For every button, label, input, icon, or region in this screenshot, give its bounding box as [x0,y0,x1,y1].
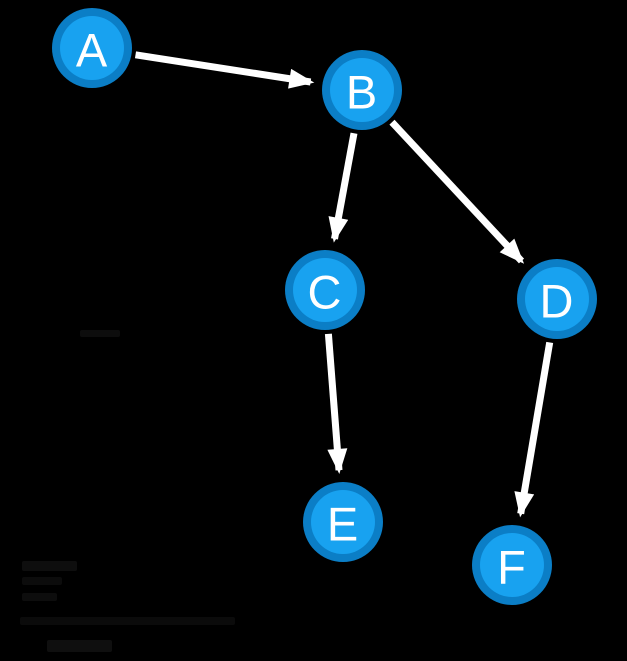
faint-artifact [80,330,120,337]
node-C[interactable]: C [285,250,365,330]
faint-artifact [47,640,112,652]
edges-layer [134,51,554,518]
node-A[interactable]: A [52,8,132,88]
node-body [525,267,589,331]
edge-C-E [324,333,348,474]
node-B[interactable]: B [322,50,402,130]
node-body [311,490,375,554]
node-E[interactable]: E [303,482,383,562]
node-body [293,258,357,322]
faint-artifact [20,617,235,625]
edge-A-B [134,51,315,89]
node-body [480,533,544,597]
nodes-layer: A B C D E F [52,8,597,605]
edge-B-C [328,132,358,243]
node-F[interactable]: F [472,525,552,605]
node-D[interactable]: D [517,259,597,339]
faint-artifact [22,593,57,601]
node-body [330,58,394,122]
edge-B-D [389,119,525,264]
edge-D-F [514,341,554,518]
faint-artifact [22,577,62,585]
node-body [60,16,124,80]
faint-artifact [22,561,77,571]
